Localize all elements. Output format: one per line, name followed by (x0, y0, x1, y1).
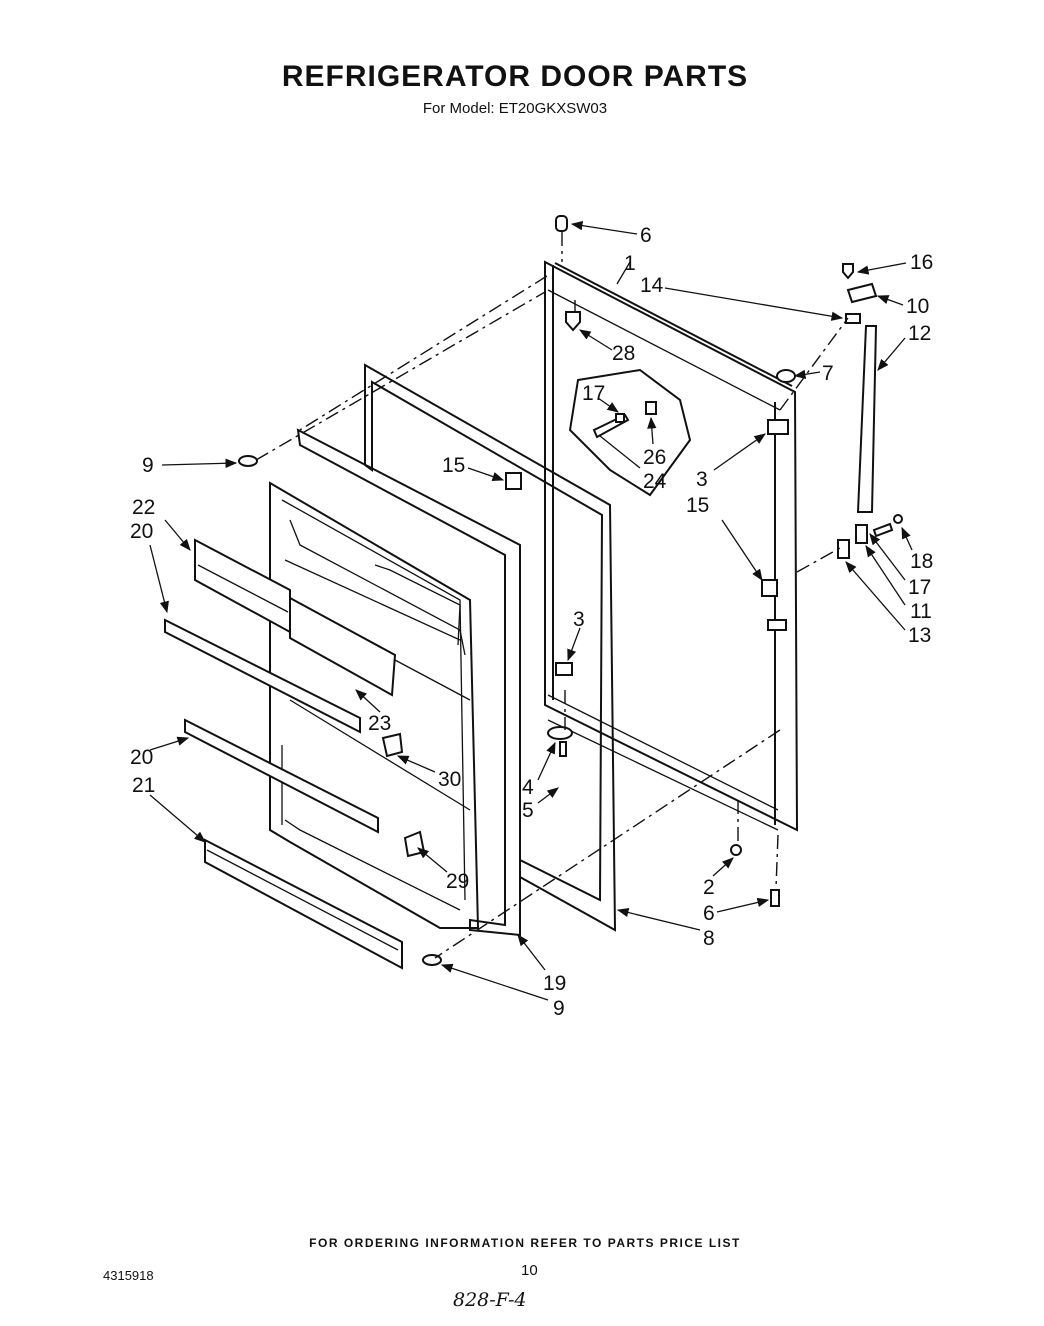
clip-29 (403, 830, 426, 858)
callout-3-bottom: 3 (573, 608, 585, 631)
callout-28: 28 (612, 342, 635, 365)
bushing-4 (547, 726, 573, 740)
callout-6-bottom: 6 (703, 902, 715, 925)
callout-16: 16 (910, 251, 933, 274)
screw-6-bottom (770, 889, 780, 907)
screw-5 (559, 741, 567, 757)
screw-16 (842, 263, 854, 280)
callout-11: 11 (910, 600, 932, 623)
screw-17-b (872, 522, 894, 538)
shelf-23 (289, 596, 397, 697)
cam-11 (855, 524, 868, 544)
callout-4: 4 (522, 776, 534, 799)
callout-19: 19 (543, 972, 566, 995)
ordering-note: FOR ORDERING INFORMATION REFER TO PARTS … (309, 1236, 741, 1250)
washer-2 (730, 844, 742, 856)
hinge-10 (846, 282, 878, 304)
callout-15-left: 15 (442, 454, 465, 477)
callout-23: 23 (368, 712, 391, 735)
handwritten-note: 828-F-4 (453, 1289, 527, 1311)
screw-9-top (238, 455, 258, 467)
callout-3-top: 3 (696, 468, 708, 491)
outer-door-panel (544, 260, 799, 832)
hinge-3-top (767, 419, 789, 435)
rail-20-lower (184, 718, 379, 834)
leader-lines (149, 220, 913, 1001)
callout-17: 17 (908, 576, 931, 599)
hinge-3-bottom (555, 662, 573, 676)
callout-18: 18 (910, 550, 933, 573)
page-number: 10 (521, 1262, 538, 1279)
callout-7: 7 (822, 362, 834, 385)
screw-6-top (555, 215, 568, 232)
callout-2: 2 (703, 876, 715, 899)
detail-inset (568, 368, 692, 497)
callout-8: 8 (703, 927, 715, 950)
stop-28 (565, 311, 581, 332)
callout-1: 1 (624, 252, 636, 275)
bracket-15-left (505, 472, 522, 490)
callout-labels: 6 1 16 14 10 28 12 7 17 26 24 3 9 15 22 … (130, 224, 933, 1020)
page-title: REFRIGERATOR DOOR PARTS (281, 60, 749, 93)
callout-10: 10 (906, 295, 929, 318)
callout-20-lower: 20 (130, 746, 153, 769)
callout-24: 24 (643, 470, 667, 493)
cam-13 (837, 539, 850, 559)
model-subtitle: For Model: ET20GKXSW03 (422, 100, 608, 117)
hardware (238, 215, 903, 966)
washer-14 (845, 313, 861, 324)
callout-14: 14 (640, 274, 664, 297)
callout-26: 26 (643, 446, 666, 469)
bin-21 (204, 838, 403, 970)
hinge-notch (767, 619, 787, 631)
callout-12: 12 (908, 322, 931, 345)
callout-29: 29 (446, 870, 469, 893)
callout-13: 13 (908, 624, 931, 647)
screw-17-a (615, 413, 625, 423)
callout-9-bottom: 9 (553, 997, 565, 1020)
callout-20-upper: 20 (130, 520, 153, 543)
callout-22: 22 (132, 496, 155, 519)
rail-20-upper (164, 618, 361, 734)
document-number: 4315918 (103, 1268, 154, 1283)
door-gasket (364, 363, 617, 932)
door-liner (269, 428, 521, 937)
callout-5: 5 (522, 799, 534, 822)
shelf-22 (194, 538, 291, 634)
door-shelves (164, 538, 426, 970)
screw-18 (893, 514, 903, 524)
callout-15-right: 15 (686, 494, 709, 517)
callout-9-top: 9 (142, 454, 154, 477)
handle-12 (856, 325, 878, 513)
callout-6: 6 (640, 224, 652, 247)
callout-30: 30 (438, 768, 461, 791)
bracket-15-right (761, 579, 778, 597)
clip-30 (381, 732, 404, 758)
retainer-26 (645, 401, 657, 415)
callout-17-inset: 17 (582, 382, 605, 405)
plug-7 (776, 369, 796, 383)
assembly-lines (255, 232, 849, 959)
callout-21: 21 (132, 774, 155, 797)
